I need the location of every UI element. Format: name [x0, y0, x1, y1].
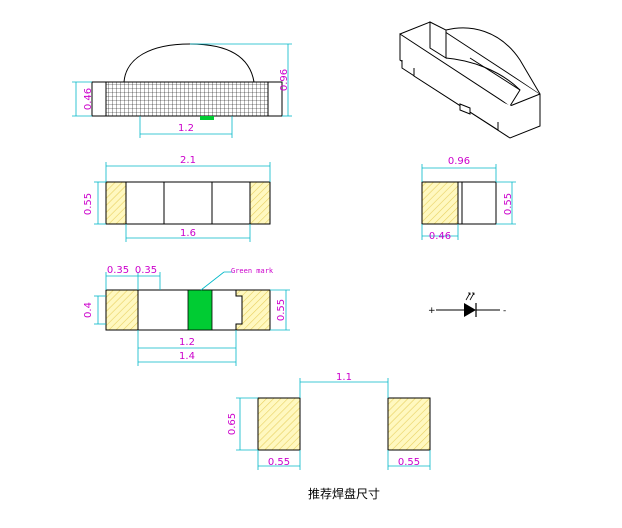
recommended-pad-caption: 推荐焊盘尺寸: [308, 486, 380, 501]
top-left-pad: [105, 181, 127, 225]
end-pad-label: 0.46: [429, 231, 451, 242]
bottom-left-pad: [105, 289, 139, 331]
bottom-right-pad: [235, 289, 271, 331]
pad-spacing-label: 1.1: [336, 372, 352, 383]
left-solder-pad: [257, 397, 301, 451]
bottom-pad2-label: 0.35: [135, 265, 157, 276]
side-view: 0.46 0.96 1.2: [72, 43, 292, 138]
diode-triangle-icon: [464, 303, 476, 317]
top-view: 2.1 0.55 1.6: [83, 155, 271, 242]
end-height-label: 0.55: [503, 193, 514, 215]
isometric-view: [399, 21, 541, 139]
recommended-pads: 1.1 0.65 0.55 0.55: [227, 372, 431, 470]
green-mark: [187, 289, 213, 331]
right-solder-pad: [387, 397, 431, 451]
minus-label: -: [503, 306, 506, 316]
body-mesh: [105, 81, 269, 117]
bottom-outer-label: 1.4: [179, 351, 195, 362]
side-width-label: 1.2: [178, 123, 194, 134]
end-width-label: 0.96: [448, 156, 470, 167]
left-terminal: [91, 81, 107, 117]
left-pad-width-label: 0.55: [268, 457, 290, 468]
lens-dome: [123, 43, 255, 83]
side-green-mark: [200, 116, 214, 120]
bottom-height-label: 0.4: [83, 302, 94, 318]
pad-height-label: 0.65: [227, 413, 238, 435]
plus-label: +: [428, 306, 436, 316]
right-pad-width-label: 0.55: [398, 457, 420, 468]
end-view: 0.96 0.55 0.46: [421, 156, 516, 242]
green-mark-label: Green mark: [231, 267, 274, 275]
top-inner-label: 1.6: [180, 228, 196, 239]
end-pad: [421, 181, 459, 225]
top-width-label: 0.55: [83, 193, 94, 215]
top-body: [105, 181, 271, 225]
bottom-pad1-label: 0.35: [107, 265, 129, 276]
bottom-inner-label: 1.2: [179, 337, 195, 348]
right-terminal: [267, 81, 283, 117]
bottom-right-height-label: 0.55: [276, 299, 287, 321]
top-length-label: 2.1: [180, 155, 196, 166]
led-symbol: + -: [428, 292, 506, 317]
side-total-height-label: 0.96: [279, 69, 290, 91]
side-height-label: 0.46: [83, 88, 94, 110]
top-right-pad: [249, 181, 271, 225]
bottom-view: 0.35 0.35 0.4 0.55 1.2 1.4 Green mark: [83, 265, 290, 366]
